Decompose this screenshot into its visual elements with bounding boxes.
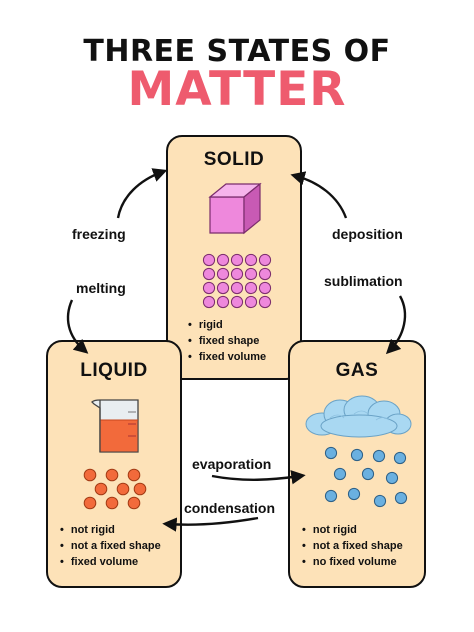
particle [202, 295, 216, 309]
particle [244, 281, 258, 295]
particle [244, 253, 258, 267]
particle [324, 489, 338, 503]
particle [258, 267, 272, 281]
condensation-label: condensation [184, 500, 276, 516]
evaporation-label: evaporation [192, 456, 272, 472]
solid-property: fixed shape [188, 333, 266, 349]
particle [324, 446, 338, 460]
melting-arrow [66, 299, 89, 354]
title-line-2: MATTER [127, 62, 347, 117]
particle [385, 471, 399, 485]
liquid-property: not a fixed shape [60, 538, 161, 554]
gas-properties: not rigid not a fixed shape no fixed vol… [302, 522, 403, 570]
solid-title: SOLID [203, 149, 265, 170]
freezing-label: freezing [72, 226, 126, 242]
solid-property: fixed volume [188, 349, 266, 365]
liquid-properties: not rigid not a fixed shape fixed volume [60, 522, 161, 570]
gas-card: GAS not rigid not a fixed shape no fixed… [288, 340, 426, 588]
particle [202, 267, 216, 281]
cloud-icon [305, 395, 412, 438]
particle [244, 295, 258, 309]
evaporation-arrow [211, 470, 306, 485]
gas-property: not a fixed shape [302, 538, 403, 554]
deposition-arrow [290, 171, 348, 219]
gas-title: GAS [335, 360, 379, 381]
melting-label: melting [76, 280, 126, 296]
liquid-property: not rigid [60, 522, 161, 538]
particle [372, 449, 386, 463]
particle [333, 467, 347, 481]
particle [258, 253, 272, 267]
particle [94, 482, 108, 496]
particle [116, 482, 130, 496]
particle [83, 468, 97, 482]
sublimation-label: sublimation [324, 273, 403, 289]
particle [216, 253, 230, 267]
particle [258, 295, 272, 309]
particle [373, 494, 387, 508]
solid-properties: rigid fixed shape fixed volume [188, 317, 266, 365]
particle [133, 482, 147, 496]
solid-particles [202, 253, 272, 309]
particle [83, 496, 97, 510]
particle [393, 451, 407, 465]
particle [394, 491, 408, 505]
particle [216, 295, 230, 309]
particle [230, 281, 244, 295]
particle [202, 253, 216, 267]
particle [127, 468, 141, 482]
particle [127, 496, 141, 510]
particle [361, 467, 375, 481]
gas-property: not rigid [302, 522, 403, 538]
particle [230, 267, 244, 281]
condensation-arrow [162, 516, 259, 532]
solid-card: SOLID rigid fixed shape fixed volume [166, 135, 302, 380]
particle [258, 281, 272, 295]
liquid-property: fixed volume [60, 554, 161, 570]
deposition-label: deposition [332, 226, 403, 242]
solid-property: rigid [188, 317, 266, 333]
particle [230, 295, 244, 309]
particle [105, 496, 119, 510]
gas-property: no fixed volume [302, 554, 403, 570]
particle [105, 468, 119, 482]
liquid-particles [83, 468, 147, 510]
particle [350, 448, 364, 462]
particle [216, 281, 230, 295]
freezing-arrow [116, 168, 168, 219]
liquid-title: LIQUID [80, 360, 148, 381]
beaker-icon [91, 399, 139, 453]
title-line-1: THREE STATES OF [83, 34, 391, 69]
particle [202, 281, 216, 295]
particle [216, 267, 230, 281]
sublimation-arrow [385, 295, 407, 355]
particle [230, 253, 244, 267]
liquid-card: LIQUID not rigid not a fixed shape fixed… [46, 340, 182, 588]
particle [244, 267, 258, 281]
cube-icon [208, 182, 262, 235]
gas-particles [324, 446, 408, 508]
particle [347, 487, 361, 501]
